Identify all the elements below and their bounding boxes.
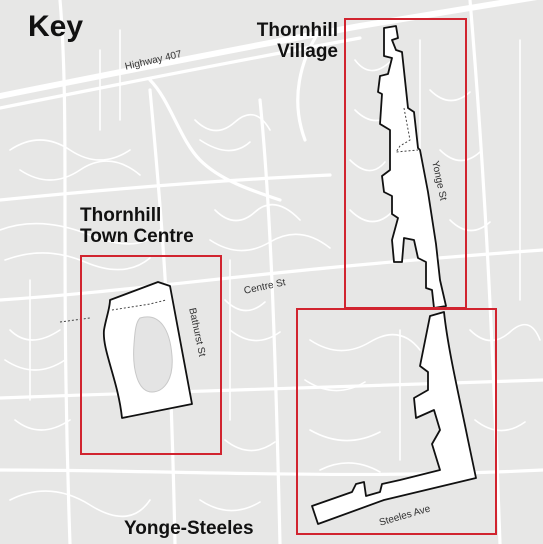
zone-label-line: Town Centre (80, 226, 194, 247)
town-centre-parking (133, 316, 173, 393)
map-title: Key (28, 10, 84, 43)
highway-407-road (0, 0, 538, 202)
town-centre-frame (80, 255, 222, 455)
village-boundary-dashes (395, 107, 419, 153)
thornhill-village-area (377, 25, 447, 309)
zone-label-thornhill-village: Thornhill Village (234, 20, 338, 62)
yonge-steeles-frame (296, 308, 497, 535)
zone-label-town-centre: Thornhill Town Centre (80, 205, 194, 247)
zone-label-line: Village (277, 41, 338, 62)
zone-label-yonge-steeles: Yonge-Steeles (124, 518, 254, 539)
zone-label-line: Thornhill (256, 20, 338, 41)
minor-streets (0, 29, 541, 518)
zone-label-line: Thornhill (80, 205, 162, 226)
yonge-steeles-area (311, 311, 477, 525)
town-centre-dashes (59, 299, 167, 323)
